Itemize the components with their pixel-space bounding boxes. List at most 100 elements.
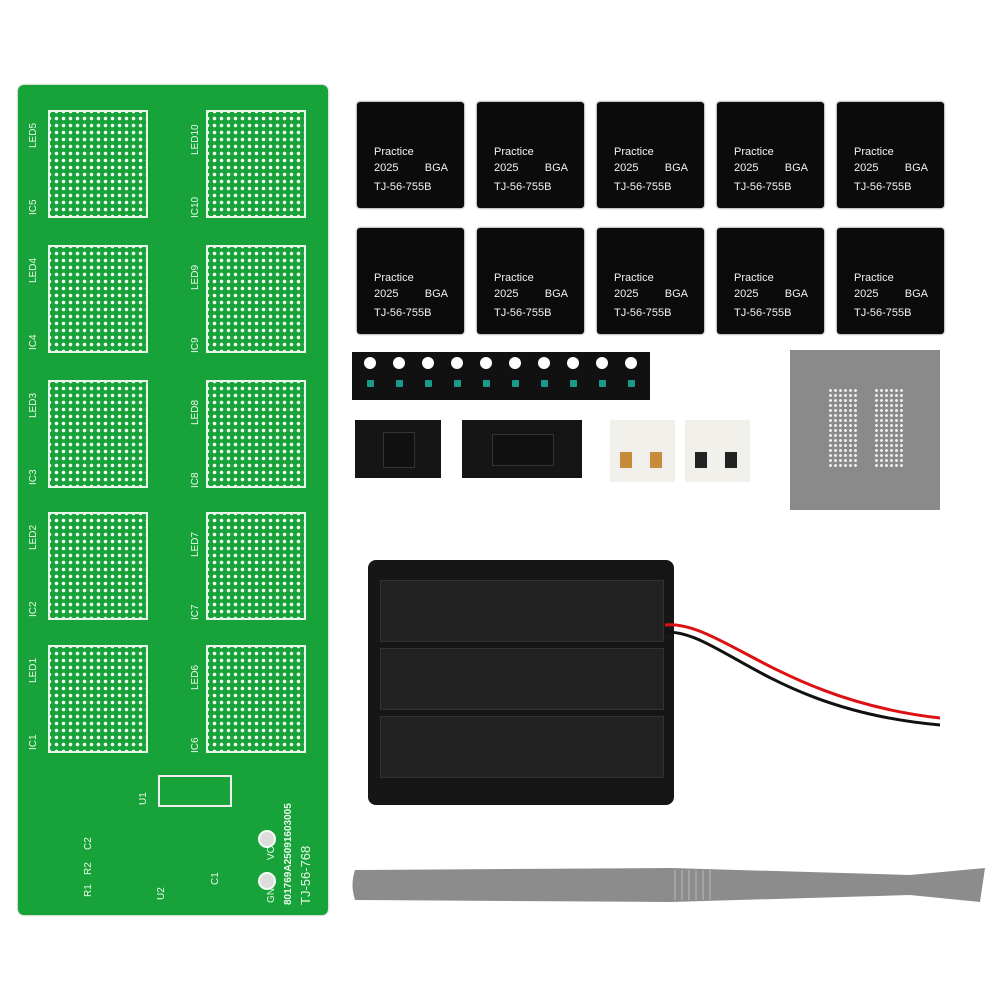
chip-type: BGA — [424, 288, 448, 300]
chip-year: 2025 — [734, 162, 759, 174]
chip-label: Practice — [854, 146, 894, 158]
ic-label: IC1 — [28, 734, 39, 750]
u1-label: U1 — [138, 792, 149, 805]
battery-holder — [368, 560, 674, 805]
ic-label: IC4 — [28, 334, 39, 350]
chip-code: TJ-56-755B — [854, 307, 912, 319]
smd-led — [367, 380, 374, 387]
ic-footprint — [206, 512, 306, 620]
smd-led — [541, 380, 548, 387]
tape-hole — [480, 357, 492, 369]
ic-label: IC9 — [190, 337, 201, 353]
soic14-tape — [462, 420, 582, 478]
chip-label: Practice — [374, 146, 414, 158]
chip-label: Practice — [614, 146, 654, 158]
tape-hole — [364, 357, 376, 369]
smd-led — [396, 380, 403, 387]
battery-wires — [664, 623, 941, 727]
led-label: LED1 — [28, 657, 39, 683]
led-label: LED7 — [190, 531, 201, 557]
chip-code: TJ-56-755B — [614, 307, 672, 319]
chip-year: 2025 — [854, 288, 879, 300]
ic-footprint — [206, 110, 306, 218]
r2-label: R2 — [83, 862, 94, 875]
chip-type: BGA — [664, 288, 688, 300]
bga-chip: Practice 2025 BGA TJ-56-755B — [477, 228, 584, 334]
chip-code: TJ-56-755B — [374, 307, 432, 319]
ic-label: IC8 — [190, 472, 201, 488]
tape-hole — [625, 357, 637, 369]
chip-label: Practice — [494, 272, 534, 284]
chip-year: 2025 — [734, 288, 759, 300]
chip-year: 2025 — [614, 162, 639, 174]
ic-label: IC3 — [28, 469, 39, 485]
ic-label: IC7 — [190, 604, 201, 620]
c2-label: C2 — [83, 837, 94, 850]
tape-hole — [509, 357, 521, 369]
led-label: LED5 — [28, 122, 39, 148]
led-label: LED4 — [28, 257, 39, 283]
ic-footprint — [48, 380, 148, 488]
soic8-tape — [355, 420, 441, 478]
chip-code: TJ-56-755B — [494, 307, 552, 319]
bga-chip: Practice 2025 BGA TJ-56-755B — [597, 102, 704, 208]
ic-label: IC6 — [190, 737, 201, 753]
tape-hole — [596, 357, 608, 369]
serial-number: 801769A25091603005 — [283, 803, 294, 905]
chip-type: BGA — [784, 288, 808, 300]
ic-label: IC10 — [190, 196, 201, 218]
test-pad — [258, 830, 276, 848]
smd-led — [628, 380, 635, 387]
chip-type: BGA — [904, 162, 928, 174]
chip-label: Practice — [734, 146, 774, 158]
bga-stencil — [790, 350, 940, 510]
chip-type: BGA — [664, 162, 688, 174]
chip-label: Practice — [494, 146, 534, 158]
c1-label: C1 — [210, 872, 221, 885]
chip-type: BGA — [904, 288, 928, 300]
tape-hole — [451, 357, 463, 369]
ic-footprint — [206, 645, 306, 753]
ic-footprint — [48, 245, 148, 353]
smd-led — [599, 380, 606, 387]
led-label: LED3 — [28, 392, 39, 418]
spatula-tool — [352, 868, 985, 902]
u2-label: U2 — [156, 887, 167, 900]
chip-label: Practice — [614, 272, 654, 284]
led-label: LED2 — [28, 524, 39, 550]
ic-footprint — [206, 380, 306, 488]
smd-led — [483, 380, 490, 387]
chip-year: 2025 — [614, 288, 639, 300]
chip-type: BGA — [784, 162, 808, 174]
chip-year: 2025 — [494, 288, 519, 300]
chip-year: 2025 — [854, 162, 879, 174]
chip-label: Practice — [734, 272, 774, 284]
tape-hole — [393, 357, 405, 369]
chip-year: 2025 — [374, 162, 399, 174]
smd-led — [425, 380, 432, 387]
tape-hole — [422, 357, 434, 369]
bga-chip: Practice 2025 BGA TJ-56-755B — [717, 228, 824, 334]
tape-hole — [567, 357, 579, 369]
ic-footprint — [48, 645, 148, 753]
u1-footprint — [158, 775, 232, 807]
test-pad — [258, 872, 276, 890]
led-label: LED8 — [190, 399, 201, 425]
led-label: LED9 — [190, 264, 201, 290]
ic-label: IC5 — [28, 199, 39, 215]
ic-label: IC2 — [28, 601, 39, 617]
chip-code: TJ-56-755B — [374, 181, 432, 193]
chip-code: TJ-56-755B — [614, 181, 672, 193]
capacitor-pack — [610, 420, 675, 482]
chip-type: BGA — [544, 288, 568, 300]
led-label: LED10 — [190, 124, 201, 155]
chip-year: 2025 — [374, 288, 399, 300]
led-label: LED6 — [190, 664, 201, 690]
chip-code: TJ-56-755B — [734, 307, 792, 319]
